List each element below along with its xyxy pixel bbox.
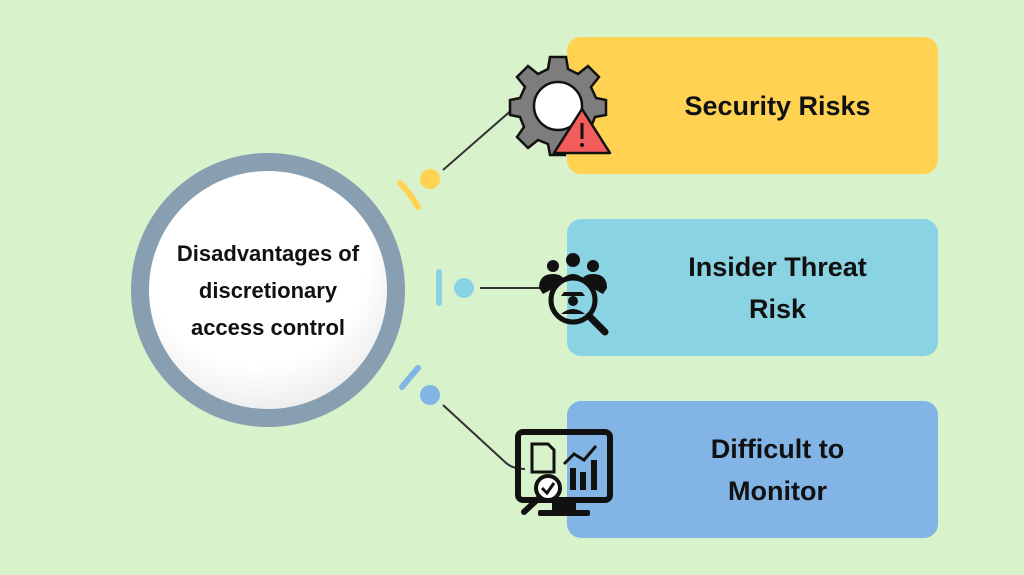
- connector-3: [399, 365, 526, 470]
- insider-search-icon: [539, 253, 609, 336]
- monitor-analytics-icon: [515, 429, 613, 516]
- center-circle: Disadvantages of discretionary access co…: [131, 153, 405, 427]
- item-label: Insider Threat Risk: [688, 251, 867, 324]
- connector-2: [436, 269, 540, 306]
- item-security-risks: Security Risks: [567, 37, 938, 174]
- item-label: Difficult to Monitor: [710, 433, 845, 506]
- connector-1: [397, 107, 515, 210]
- item-insider-threat: Insider Threat Risk: [567, 219, 938, 356]
- center-circle-inner: Disadvantages of discretionary access co…: [149, 171, 387, 409]
- center-title: Disadvantages of discretionary access co…: [176, 240, 360, 340]
- item-label: Security Risks: [684, 90, 871, 121]
- gear-warning-icon: [508, 55, 612, 157]
- item-difficult-monitor: Difficult to Monitor: [567, 401, 938, 538]
